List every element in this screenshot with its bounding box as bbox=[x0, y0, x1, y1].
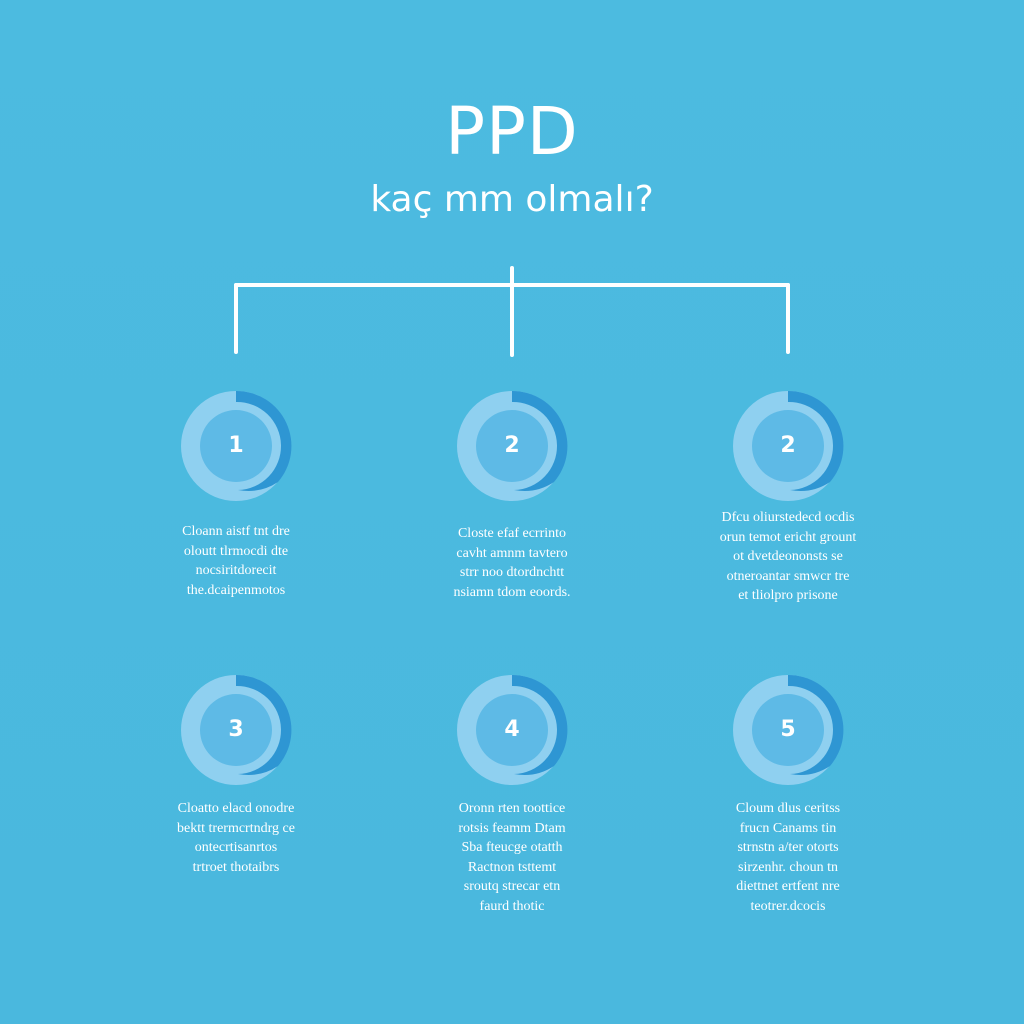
step-ring-icon bbox=[181, 390, 292, 501]
step-ring-icon bbox=[733, 674, 844, 785]
page-title: PPD bbox=[445, 93, 579, 170]
step-number: 2 bbox=[504, 433, 520, 458]
step-ring-icon bbox=[181, 674, 292, 785]
page-subtitle: kaç mm olmalı? bbox=[370, 179, 654, 220]
step-node-3: 2 bbox=[732, 390, 844, 502]
step-ring-icon bbox=[457, 390, 568, 501]
step-ring-icon bbox=[733, 390, 844, 501]
step-description-5: Oronn rten toottice rotsis feamm Dtam Sb… bbox=[458, 801, 566, 914]
step-ring-icon bbox=[457, 674, 568, 785]
step-number: 4 bbox=[504, 717, 520, 742]
step-node-5: 4 bbox=[456, 674, 568, 786]
step-description-1: Cloann aistf tnt dre oloutt tlrmocdi dte… bbox=[182, 524, 290, 598]
step-description-4: Cloatto elacd onodre bektt trermcrtndrg … bbox=[177, 801, 295, 875]
step-number: 1 bbox=[228, 433, 244, 458]
step-description-3: Dfcu oliurstedecd ocdis orun temot erich… bbox=[719, 510, 857, 603]
step-node-1: 1 bbox=[180, 390, 292, 502]
step-number: 2 bbox=[780, 433, 796, 458]
step-number: 3 bbox=[228, 717, 244, 742]
step-description-6: Cloum dlus ceritss frucn Canams tin strn… bbox=[735, 801, 841, 914]
step-node-4: 3 bbox=[180, 674, 292, 786]
step-node-2: 2 bbox=[456, 390, 568, 502]
step-description-2: Closte efaf ecrrinto cavht amnm tavtero … bbox=[453, 526, 571, 600]
step-number: 5 bbox=[780, 717, 796, 742]
step-node-6: 5 bbox=[732, 674, 844, 786]
